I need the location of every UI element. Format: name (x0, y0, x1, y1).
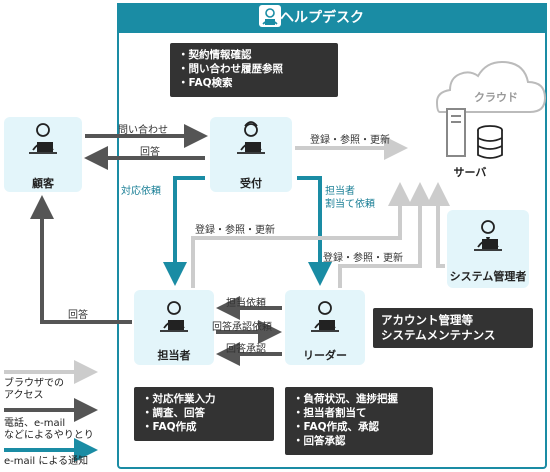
sysadmin-register-arrow (426, 182, 450, 268)
assignee-register-arrow (191, 182, 412, 288)
legend-browser-text: ブラウザでの アクセス (4, 378, 64, 401)
leader-register-arrow (338, 182, 432, 288)
helpdesk-title: ヘルプデスク (280, 10, 364, 26)
legend-phone-text: 電話、e-mail などによるやりとり (4, 418, 94, 441)
leader-label: リーダー (303, 349, 347, 362)
reception-person-icon (237, 121, 265, 154)
leader-person-icon (311, 301, 339, 332)
assignee-note: ・対応作業入力 ・調査、回答 ・FAQ作成 (134, 387, 274, 441)
cloud-icon (435, 60, 547, 113)
leader-register-label: 登録・参照・更新 (323, 253, 403, 264)
reception-label: 受付 (240, 177, 262, 190)
reception-register-label: 登録・参照・更新 (310, 135, 390, 146)
legend-email-text: e-mail による通知 (4, 456, 89, 467)
assign-leader-arrow (297, 176, 332, 286)
inquiry-label: 問い合わせ (118, 125, 168, 136)
customer-label: 顧客 (32, 177, 54, 190)
assignee-register-label: 登録・参照・更新 (195, 225, 275, 236)
assignee-answer-label: 回答 (68, 310, 88, 321)
reception-note: ・契約情報確認 ・問い合わせ履歴参照 ・FAQ検索 (170, 43, 338, 97)
assignee-answer-arrow (30, 195, 132, 324)
helpdesk-banner (117, 3, 547, 33)
assignee-person-icon (160, 301, 188, 332)
reception-box (210, 117, 292, 192)
sysadmin-person-icon (474, 220, 502, 251)
assign-leader-label-1: 担当者 (325, 186, 355, 197)
helpdesk-operator-icon (259, 5, 281, 27)
sysadmin-label: システム管理者 (449, 270, 527, 283)
reception-answer-label: 回答 (140, 147, 160, 158)
cloud-label: クラウド (474, 91, 518, 104)
sysadmin-note: アカウント管理等 システムメンテナンス (373, 308, 533, 348)
assignee-label: 担当者 (157, 349, 191, 362)
assign-leader-label-2: 割当て依頼 (325, 199, 375, 210)
leader-to-assignee-label: 担当依頼 (226, 298, 266, 309)
server-tower-icon (446, 108, 466, 157)
reception-assign-label: 対応依頼 (121, 186, 161, 197)
server-label: サーバ (453, 166, 487, 179)
database-icon (477, 125, 503, 159)
leader-approve-label: 回答承認 (226, 344, 266, 355)
reception-assign-arrow (163, 176, 205, 286)
assignee-to-leader-label: 回答承認依頼 (212, 322, 272, 333)
customer-box (4, 117, 82, 192)
customer-person-icon (29, 123, 57, 154)
leader-note: ・負荷状況、進捗把握 ・担当者割当て ・FAQ作成、承認 ・回答承認 (285, 387, 433, 455)
